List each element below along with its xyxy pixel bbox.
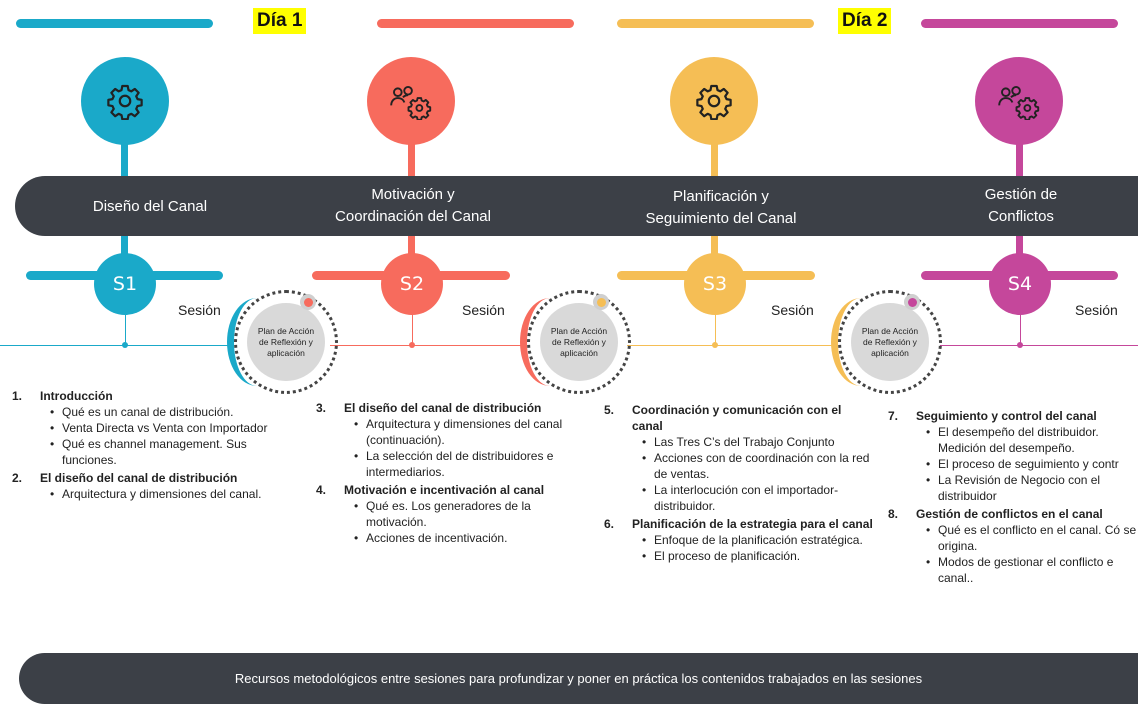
list-item: Arquitectura y dimensiones del canal (co… (354, 416, 566, 448)
session-2-content: 3.El diseño del canal de distribución Ar… (316, 398, 566, 546)
list-item: Qué es el conflicto en el canal. Có se o… (926, 522, 1138, 554)
s4-stem (1020, 300, 1021, 345)
people-gear-icon (390, 85, 432, 120)
list-item: Qué es un canal de distribución. (50, 404, 277, 420)
list-item: Acciones de incentivación. (354, 530, 566, 546)
s2-timeline-dot (409, 342, 415, 348)
section-title: 8.Gestión de conflictos en el canal (888, 507, 1103, 521)
plan-marker-1 (300, 294, 316, 310)
session-label-4: Sesión (1075, 302, 1118, 318)
s3-timeline (627, 345, 837, 346)
s1-timeline-dot (122, 342, 128, 348)
footer-band: Recursos metodológicos entre sesiones pa… (19, 653, 1138, 704)
session-4-content: 7.Seguimiento y control del canal El des… (888, 406, 1138, 606)
session-label-3: Sesión (771, 302, 814, 318)
stage-band (15, 176, 1138, 236)
bullet-list: Arquitectura y dimensiones del canal (co… (316, 416, 566, 480)
list-item: Modos de gestionar el conflicto e canal.… (926, 554, 1138, 586)
stage-3-circle (670, 57, 758, 145)
section-title: 4.Motivación e incentivación al canal (316, 483, 545, 497)
top-bar-s3 (617, 19, 814, 28)
bullet-list: Las Tres C’s del Trabajo Conjunto Accion… (604, 434, 874, 514)
section-title: 1.Introducción (12, 389, 113, 403)
bullet-list: Arquitectura y dimensiones del canal. (12, 486, 277, 502)
section-title: 5.Coordinación y comunicación con el can… (604, 403, 842, 433)
list-item: Enfoque de la planificación estratégica. (642, 532, 874, 548)
s4-timeline-dot (1017, 342, 1023, 348)
session-label-1: Sesión (178, 302, 221, 318)
session-label-2: Sesión (462, 302, 505, 318)
session-node-s4: S4 (989, 253, 1051, 315)
stage-1-circle (81, 57, 169, 145)
session-1-content: 1.Introducción Qué es un canal de distri… (12, 386, 277, 502)
session-node-s1: S1 (94, 253, 156, 315)
section-title: 6.Planificación de la estrategia para el… (604, 517, 873, 531)
s3-stem (715, 300, 716, 345)
list-item: Qué es. Los generadores de la motivación… (354, 498, 566, 530)
list-item: La interlocución con el importador-distr… (642, 482, 874, 514)
plan-arc-2 (520, 298, 580, 386)
session-node-s3: S3 (684, 253, 746, 315)
s2-timeline (330, 345, 525, 346)
session-node-s2: S2 (381, 253, 443, 315)
s1-stem (125, 300, 126, 345)
plan-arc-1 (227, 298, 287, 386)
list-item: Qué es channel management. Sus funciones… (50, 436, 277, 468)
s4-timeline (940, 345, 1138, 346)
top-bar-s2 (377, 19, 574, 28)
plan-marker-3 (904, 294, 920, 310)
list-item: La Revisión de Negocio con el distribuid… (926, 472, 1138, 504)
top-bar-s4 (921, 19, 1118, 28)
bullet-list: Enfoque de la planificación estratégica.… (604, 532, 874, 564)
stage-2-circle (367, 57, 455, 145)
plan-marker-2 (593, 294, 609, 310)
gear-icon (107, 84, 143, 120)
list-item: El desempeño del distribuidor. Medición … (926, 424, 1138, 456)
bullet-list: Qué es un canal de distribución. Venta D… (12, 404, 277, 468)
gear-icon (696, 84, 732, 120)
bullet-list: Qué es. Los generadores de la motivación… (316, 498, 566, 546)
day-2-label: Día 2 (838, 8, 892, 34)
footer-text: Recursos metodológicos entre sesiones pa… (234, 671, 923, 686)
list-item: Venta Directa vs Venta con Importador (50, 420, 277, 436)
list-item: El proceso de planificación. (642, 548, 874, 564)
bullet-list: Qué es el conflicto en el canal. Có se o… (888, 522, 1138, 586)
section-title: 3.El diseño del canal de distribución (316, 401, 542, 415)
people-gear-icon (998, 85, 1040, 120)
section-title: 7.Seguimiento y control del canal (888, 409, 1097, 423)
list-item: Las Tres C’s del Trabajo Conjunto (642, 434, 874, 450)
session-3-content: 5.Coordinación y comunicación con el can… (604, 400, 874, 564)
day-1-label: Día 1 (253, 8, 307, 34)
section-title: 2.El diseño del canal de distribución (12, 471, 238, 485)
list-item: Arquitectura y dimensiones del canal. (50, 486, 277, 502)
s2-stem (412, 300, 413, 345)
plan-arc-3 (831, 298, 891, 386)
list-item: La selección del de distribuidores e int… (354, 448, 566, 480)
stage-4-circle (975, 57, 1063, 145)
s3-timeline-dot (712, 342, 718, 348)
top-bar-s1 (16, 19, 213, 28)
list-item: Acciones con de coordinación con la red … (642, 450, 874, 482)
stage-1-title: Diseño del Canal (92, 198, 208, 215)
bullet-list: El desempeño del distribuidor. Medición … (888, 424, 1138, 504)
s1-timeline (0, 345, 232, 346)
list-item: El proceso de seguimiento y contr (926, 456, 1138, 472)
